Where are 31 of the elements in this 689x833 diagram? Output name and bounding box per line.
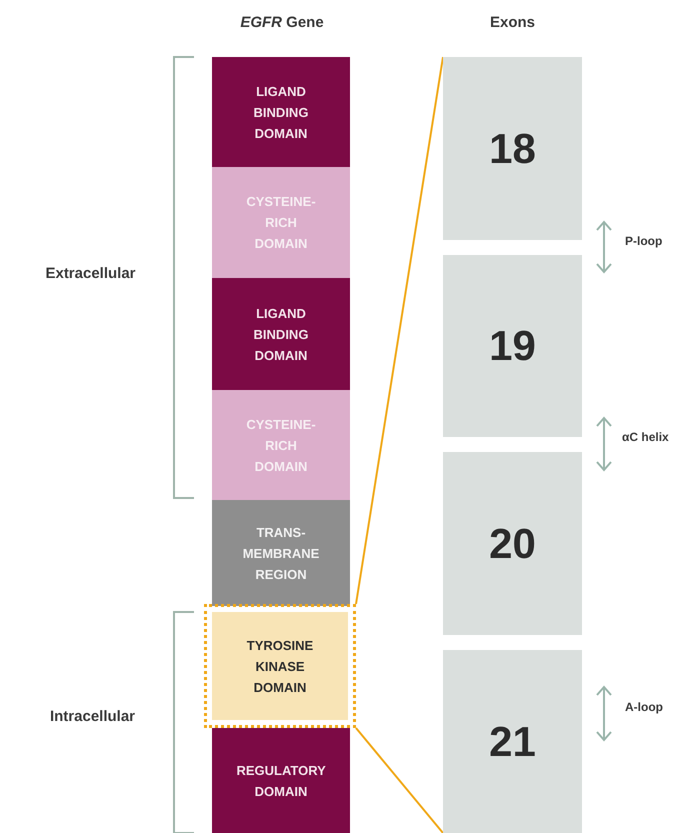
domain-box: [204, 604, 356, 728]
zoom-line: [355, 727, 444, 833]
domain-label: CYSTEINE- RICH DOMAIN: [246, 193, 316, 253]
region-label: Intracellular: [48, 708, 136, 725]
motif-label: αC helix: [622, 430, 670, 444]
domain-box: [212, 57, 350, 167]
domain-label: LIGAND BINDING DOMAIN: [254, 82, 308, 142]
column-heading: EGFR Gene: [239, 14, 325, 31]
motif-label: A-loop: [625, 700, 664, 714]
column-heading: Exons: [488, 14, 536, 31]
domain-box: [212, 167, 350, 278]
exon-number: 19: [489, 322, 536, 370]
domain-box: [212, 728, 350, 833]
exon-box: [443, 57, 582, 240]
exon-box: [443, 452, 582, 635]
domain-box: [212, 390, 350, 500]
domain-box: [212, 278, 350, 390]
exon-number: 18: [489, 124, 536, 172]
domain-label: TYROSINE KINASE DOMAIN: [246, 636, 314, 696]
exon-box: [443, 650, 582, 833]
motif-label: P-loop: [625, 234, 664, 248]
region-label: Extracellular: [44, 265, 137, 282]
domain-box: [212, 500, 350, 606]
domain-label: TRANS- MEMBRANE REGION: [242, 524, 320, 584]
domain-label: LIGAND BINDING DOMAIN: [254, 304, 308, 364]
domain-label: CYSTEINE- RICH DOMAIN: [246, 416, 316, 476]
domain-label: REGULATORY DOMAIN: [236, 762, 326, 800]
exon-box: [443, 255, 582, 437]
exon-number: 20: [489, 520, 536, 568]
exon-number: 21: [489, 718, 536, 766]
zoom-line: [355, 56, 444, 604]
